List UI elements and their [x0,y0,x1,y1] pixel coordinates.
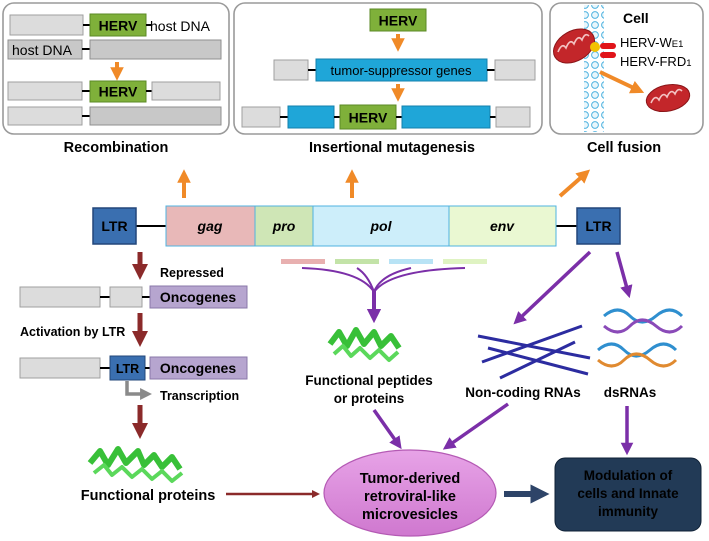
modulation-label-1: Modulation of [584,468,673,483]
transcription-label: Transcription [160,389,239,403]
host-dna-segment [89,39,222,60]
host-dna-segment [494,59,536,81]
host-dna-segment [19,286,101,308]
noncoding-rna-icon [477,324,591,380]
host-dna-label-mid: host DNA [12,42,73,58]
protein-icon [87,446,184,483]
transcription-arrow [125,381,152,400]
pro-product [335,259,379,264]
host-dna-segment [7,106,83,126]
activation-label: Activation by LTR [20,325,125,339]
ltr-box-right [576,207,621,245]
vesicles-label-2: retroviral-like [364,489,456,505]
env-segment [448,205,557,247]
host-dna-label-top: host DNA [150,18,211,34]
pol-segment [312,205,450,247]
pol-product [389,259,433,264]
ltr-label: LTR [116,362,139,376]
purple-arrow [372,408,402,450]
gag-label: gag [197,218,223,234]
modulation-label-3: immunity [598,504,658,519]
vesicles-label-1: Tumor-derived [360,471,460,487]
cell-title: Cell [623,10,649,26]
herv-box [369,8,427,32]
functional-peptides-label: Functional peptides [305,373,433,388]
host-dna-segment [7,81,83,101]
host-dna-segment [151,81,221,101]
herv-box [339,104,397,130]
herv-we1-label: HERV-WE1 [620,35,683,50]
vesicles-label-3: microvesicles [362,507,458,523]
oncogene-activation: Repressed Oncogenes Activation by LTR LT… [19,252,248,504]
herv-label-top: HERV [379,13,418,29]
purple-arrow [513,250,592,325]
herv-label-top: HERV [99,18,138,34]
oncogenes-box [149,285,248,309]
herv-genome: LTR gag pro pol env LTR [92,205,621,247]
purple-arrow [615,251,633,299]
tsg-fragment [401,105,491,129]
orange-arrow [599,70,645,94]
env-product [443,259,487,264]
orange-arrow [558,169,591,198]
host-dna-segment [19,357,101,379]
tsg-fragment [287,105,335,129]
host-dna-segment [273,59,309,81]
protein-icon [327,327,402,362]
pro-label: pro [272,218,296,234]
herv-frd1-label: HERV-FRD1 [620,54,692,69]
herv-label-bottom: HERV [99,84,138,100]
fusion-protein-icon [600,52,616,58]
host-dna-segment [9,14,84,36]
modulation-label-2: cells and Innate [577,486,679,501]
recombination-panel: HERV host DNA host DNA HERV Recombinatio… [2,2,230,156]
dsrna-icon [597,308,684,368]
env-label: env [490,218,515,234]
gag-product [281,259,325,264]
functional-peptides-label-2: or proteins [334,391,405,406]
dsrnas-label: dsRNAs [604,385,657,400]
pol-label: pol [370,218,393,234]
recombination-caption: Recombination [64,140,169,156]
mitochondrion-icon [645,83,691,113]
fusion-protein-icon [590,42,600,52]
host-dna-segment [495,106,531,128]
insertional-panel: HERV tumor-suppressor genes HERV Inserti… [233,2,543,156]
host-dna-segment [241,106,281,128]
modulation-box [554,457,702,532]
functional-proteins-label: Functional proteins [81,488,216,504]
cell-fusion-panel: Cell HERV-WE1 HERV-FRD1 Cell fusion [549,2,704,156]
oncogenes-box [149,356,248,380]
cell-membrane [584,5,604,132]
noncoding-rnas-label: Non-coding RNAs [465,385,581,400]
host-dna-segment [89,106,222,126]
mitochondrion-icon [553,28,595,64]
herv-label-bottom: HERV [349,110,388,126]
cell-fusion-caption: Cell fusion [587,140,661,156]
fusion-protein-icon [600,43,616,49]
insertional-caption: Insertional mutagenesis [309,140,475,156]
ltr-label-right: LTR [585,218,611,234]
ltr-box-left [92,207,137,245]
oncogenes-label: Oncogenes [160,289,236,305]
pro-segment [254,205,314,247]
ltr-label-left: LTR [101,218,127,234]
repressed-label: Repressed [160,266,224,280]
purple-arrow [442,402,510,450]
oncogenes-label: Oncogenes [160,360,236,376]
tsg-label: tumor-suppressor genes [331,63,472,78]
microvesicles-ellipse [323,449,497,537]
purple-funnel [301,267,466,324]
host-dna-segment [109,286,143,308]
